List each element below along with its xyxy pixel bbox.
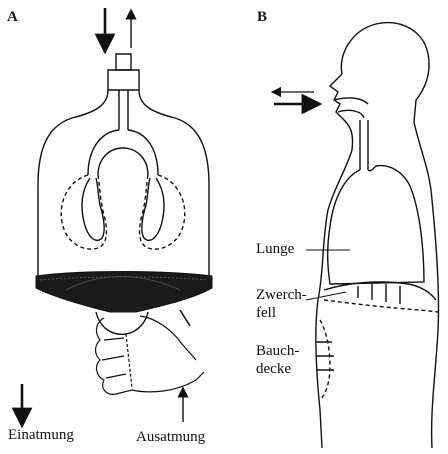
left-balloon-inner bbox=[82, 178, 104, 240]
jar-outline bbox=[38, 90, 209, 278]
rubber-diaphragm bbox=[36, 272, 212, 335]
face-profile bbox=[316, 74, 353, 448]
lung-label: Lunge bbox=[256, 242, 294, 257]
jar-stopper bbox=[116, 54, 131, 70]
belly-label-line1: Bauch- bbox=[256, 344, 299, 359]
inhale-caption: Einatmung bbox=[8, 428, 74, 443]
head-outline bbox=[341, 23, 438, 448]
exhale-caption: Ausatmung bbox=[136, 430, 205, 445]
diaphragm-leader-line bbox=[306, 292, 346, 300]
lung bbox=[328, 166, 424, 284]
bronchi bbox=[88, 130, 158, 175]
bell-jar-model bbox=[38, 8, 209, 278]
right-balloon bbox=[140, 175, 185, 249]
trachea-tube bbox=[119, 90, 128, 130]
panel-b-letter: B bbox=[257, 10, 267, 25]
human-torso bbox=[316, 23, 439, 448]
hand bbox=[96, 310, 205, 394]
right-balloon-inner bbox=[142, 178, 164, 240]
belly-label-line2: decke bbox=[256, 362, 291, 377]
panel-a-letter: A bbox=[7, 10, 18, 25]
diaphragm-relaxed bbox=[324, 282, 436, 300]
jar-neck bbox=[108, 70, 139, 90]
belly-dashed bbox=[320, 320, 330, 400]
trachea bbox=[360, 120, 368, 170]
diaphragm-contracted bbox=[324, 300, 438, 312]
left-balloon bbox=[61, 175, 106, 249]
diaphragm-label-line1: Zwerch- bbox=[256, 288, 307, 303]
diaphragm-label-line2: fell bbox=[256, 306, 276, 321]
